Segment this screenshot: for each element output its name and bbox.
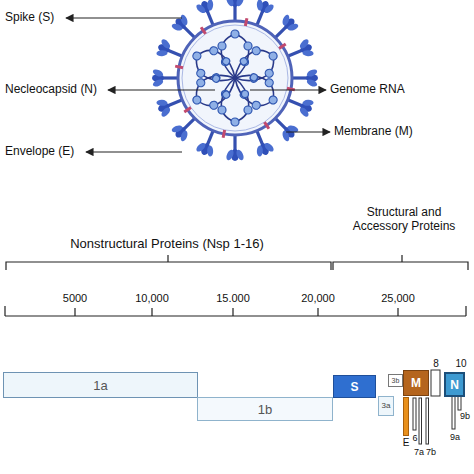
axis-tick-label: 10,000 bbox=[135, 292, 169, 305]
membrane-gene-box: M bbox=[403, 370, 429, 396]
orf-box: 1b bbox=[197, 397, 333, 421]
orf-box: 3b bbox=[388, 374, 403, 387]
orf-label: 7b bbox=[426, 447, 436, 457]
axis-tick-label: 25,000 bbox=[381, 292, 415, 305]
orf-bar bbox=[452, 396, 455, 429]
orf-label: 6 bbox=[412, 433, 417, 443]
node-text: 1b bbox=[258, 403, 272, 416]
node-text: 1a bbox=[93, 379, 107, 392]
part-label: Necleocapsid (N) bbox=[5, 83, 97, 97]
leader-arrow bbox=[286, 131, 330, 132]
envelope-gene-bar: E bbox=[403, 397, 409, 436]
part-label: Spike (S) bbox=[5, 11, 54, 25]
orf-box: 1a bbox=[3, 372, 198, 398]
membrane-inner bbox=[182, 25, 288, 131]
rna-loop bbox=[227, 39, 286, 92]
node-text: M bbox=[411, 377, 421, 389]
region-label: Structural and Accessory Proteins bbox=[345, 206, 463, 234]
envelope-protein bbox=[263, 121, 270, 129]
envelope-protein bbox=[183, 106, 191, 113]
envelope-protein bbox=[287, 87, 295, 92]
orf-label: 8 bbox=[433, 358, 439, 370]
rna-loop bbox=[218, 78, 252, 126]
axis-tick-label: 5000 bbox=[63, 292, 87, 305]
node-text: N bbox=[450, 379, 459, 391]
spike-gene-box: S bbox=[333, 375, 376, 398]
nucleocapsid-gene-box: N bbox=[444, 372, 465, 397]
orf-label: 9b bbox=[460, 411, 470, 421]
envelope-protein bbox=[244, 18, 249, 26]
orf-bar bbox=[413, 398, 416, 430]
leader-arrow bbox=[250, 89, 326, 90]
orf-bar bbox=[431, 370, 440, 396]
orf-label: 9a bbox=[450, 432, 460, 442]
orf-label: 7a bbox=[414, 447, 424, 457]
node-text: 3a bbox=[382, 402, 391, 410]
rna-loop bbox=[218, 30, 252, 78]
genome-rna bbox=[185, 30, 285, 126]
axis-tick-label: 20,000 bbox=[301, 292, 335, 305]
membrane bbox=[178, 21, 292, 135]
orf-bar bbox=[426, 398, 429, 444]
genome-axis bbox=[5, 306, 466, 316]
envelope-protein bbox=[222, 130, 227, 138]
leader-lines bbox=[66, 18, 330, 152]
node-text: 3b bbox=[392, 377, 400, 384]
virus-particle bbox=[152, 0, 319, 161]
leader-arrow bbox=[86, 151, 182, 152]
axis-tick-label: 15.000 bbox=[216, 292, 250, 305]
envelope-protein bbox=[278, 43, 286, 50]
leader-arrow bbox=[108, 89, 215, 90]
spike-protein bbox=[225, 135, 245, 161]
bracket bbox=[333, 255, 468, 270]
brackets bbox=[6, 255, 468, 270]
envelope-protein bbox=[200, 26, 207, 34]
envelope-protein bbox=[175, 18, 295, 138]
orf-bar bbox=[458, 396, 461, 410]
spike-protein bbox=[152, 68, 178, 88]
bracket bbox=[6, 255, 331, 270]
node-text: E bbox=[403, 438, 410, 448]
leader-arrow bbox=[66, 17, 182, 18]
node-text: S bbox=[350, 381, 358, 393]
orf-bar bbox=[419, 398, 422, 444]
orf-box: 3a bbox=[378, 396, 394, 416]
orf-label: 10 bbox=[455, 358, 466, 370]
part-label: Membrane (M) bbox=[334, 125, 413, 139]
region-label: Nonstructural Proteins (Nsp 1-16) bbox=[70, 237, 264, 252]
spike-protein bbox=[152, 0, 319, 161]
envelope-protein bbox=[175, 65, 183, 70]
rna-loop bbox=[185, 39, 244, 92]
part-label: Envelope (E) bbox=[5, 145, 74, 159]
axis-line bbox=[5, 315, 466, 316]
spike-protein bbox=[292, 68, 318, 88]
axis-ticks bbox=[5, 306, 466, 316]
part-label: Genome RNA bbox=[330, 83, 405, 97]
spike-protein bbox=[225, 0, 245, 21]
